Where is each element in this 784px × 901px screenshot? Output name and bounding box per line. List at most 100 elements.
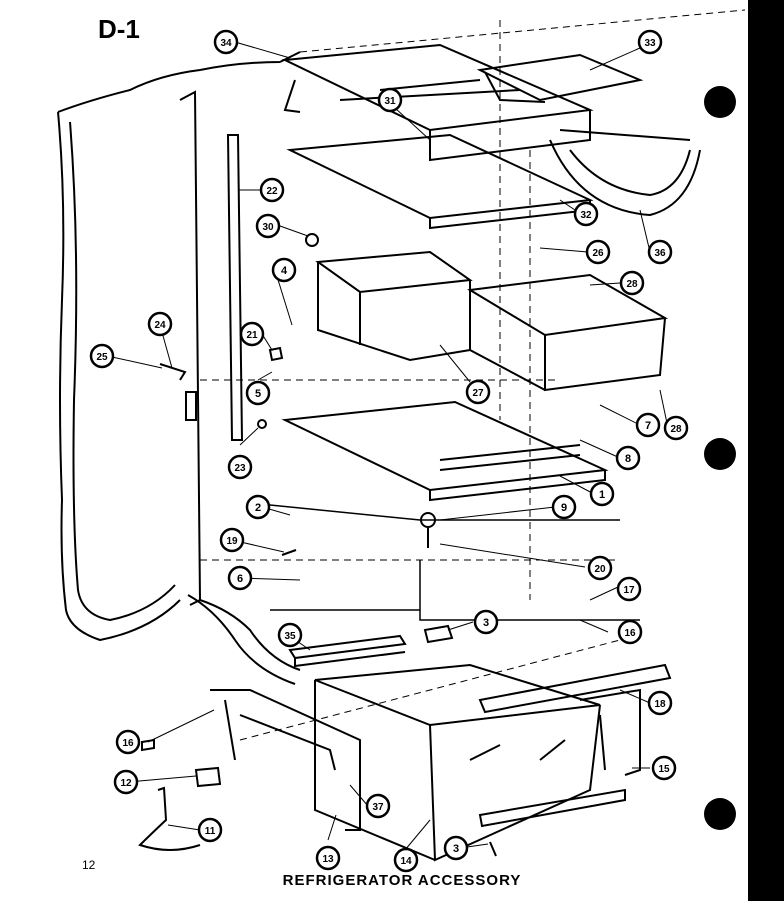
callout-circle: [616, 576, 642, 602]
callout-number: 35: [284, 631, 296, 642]
callout-number: 28: [626, 279, 638, 290]
callout-circle: [587, 555, 613, 581]
callout-circle: [617, 619, 643, 645]
callout-number: 19: [226, 536, 238, 547]
callout-19: 19: [219, 527, 245, 553]
callout-3: 3: [473, 609, 499, 635]
lower-shelf-2: [269, 504, 640, 621]
callout-number: 20: [594, 564, 606, 575]
callout-number: 3: [453, 843, 459, 855]
top-shelf: [281, 43, 594, 162]
callout-number: 7: [645, 420, 651, 432]
callout-number: 13: [322, 854, 334, 865]
callout-8: 8: [615, 445, 641, 471]
callout-circle: [377, 87, 403, 113]
cabinet-outline: [57, 51, 301, 685]
callout-number: 6: [237, 573, 243, 585]
callout-28: 28: [619, 270, 645, 296]
callout-16: 16: [115, 729, 141, 755]
callout-circle: [651, 755, 677, 781]
callout-number: 1: [599, 489, 605, 501]
callout-number: 22: [266, 186, 278, 197]
callout-circle: [245, 494, 271, 520]
callout-28: 28: [663, 415, 689, 441]
callout-number: 25: [96, 352, 108, 363]
callout-number: 18: [654, 699, 666, 710]
callout-circle: [219, 527, 245, 553]
callout-26: 26: [585, 239, 611, 265]
callout-number: 16: [122, 738, 134, 749]
crisper-28: [467, 273, 669, 392]
callout-circle: [663, 415, 689, 441]
callout-circle: [259, 177, 285, 203]
small-parts: [138, 233, 497, 857]
callout-22: 22: [259, 177, 285, 203]
callout-24: 24: [147, 311, 173, 337]
callout-circle: [619, 270, 645, 296]
callout-31: 31: [377, 87, 403, 113]
callout-circle: [271, 257, 297, 283]
callout-36: 36: [647, 239, 673, 265]
binding-strip: [748, 0, 784, 901]
callout-circle: [443, 835, 469, 861]
callout-circle: [473, 609, 499, 635]
rails-and-slides: [210, 663, 672, 831]
callout-33: 33: [637, 29, 663, 55]
callout-number: 31: [384, 96, 396, 107]
callout-circle: [239, 321, 265, 347]
callout-number: 36: [654, 248, 666, 259]
callout-circle: [589, 481, 615, 507]
callout-number: 37: [372, 802, 384, 813]
punch-hole-bottom: [704, 798, 736, 830]
callout-number: 30: [262, 222, 274, 233]
callout-30: 30: [255, 213, 281, 239]
meat-keeper-4: [315, 250, 473, 362]
breaker-strip: [226, 134, 244, 441]
callout-circle: [393, 847, 419, 873]
callout-circle: [615, 445, 641, 471]
callout-9: 9: [551, 494, 577, 520]
callout-circle: [647, 690, 673, 716]
callout-25: 25: [89, 343, 115, 369]
callout-number: 15: [658, 764, 670, 775]
callout-circle: [227, 454, 253, 480]
punch-hole-top: [704, 86, 736, 118]
callout-number: 8: [625, 453, 631, 465]
callout-14: 14: [393, 847, 419, 873]
callout-circle: [635, 412, 661, 438]
callout-7: 7: [635, 412, 661, 438]
callout-circle: [213, 29, 239, 55]
callout-number: 11: [205, 826, 216, 837]
callout-34: 34: [213, 29, 239, 55]
callout-number: 21: [246, 330, 258, 341]
callout-circle: [315, 845, 341, 871]
callout-23: 23: [227, 454, 253, 480]
shelf-32: [286, 133, 594, 230]
callout-number: 12: [120, 778, 132, 789]
callout-35: 35: [277, 622, 303, 648]
callout-circle: [147, 311, 173, 337]
callout-5: 5: [245, 380, 271, 406]
callout-2: 2: [245, 494, 271, 520]
shelf-1: [281, 400, 609, 502]
callout-number: 34: [220, 38, 232, 49]
callout-16: 16: [617, 619, 643, 645]
callout-number: 17: [623, 585, 635, 596]
callout-32: 32: [573, 201, 599, 227]
callout-number: 24: [154, 320, 166, 331]
callout-15: 15: [651, 755, 677, 781]
callout-13: 13: [315, 845, 341, 871]
callout-circle: [585, 239, 611, 265]
diagram-caption: REFRIGERATOR ACCESSORY: [282, 872, 522, 889]
callout-number: 26: [592, 248, 604, 259]
callout-1: 1: [589, 481, 615, 507]
callout-circle: [573, 201, 599, 227]
dashed-cabinet-lines: [200, 9, 746, 741]
callout-number: 32: [580, 210, 592, 221]
callout-3: 3: [443, 835, 469, 861]
callout-circle: [245, 380, 271, 406]
callout-circle: [365, 793, 391, 819]
callout-circle: [255, 213, 281, 239]
